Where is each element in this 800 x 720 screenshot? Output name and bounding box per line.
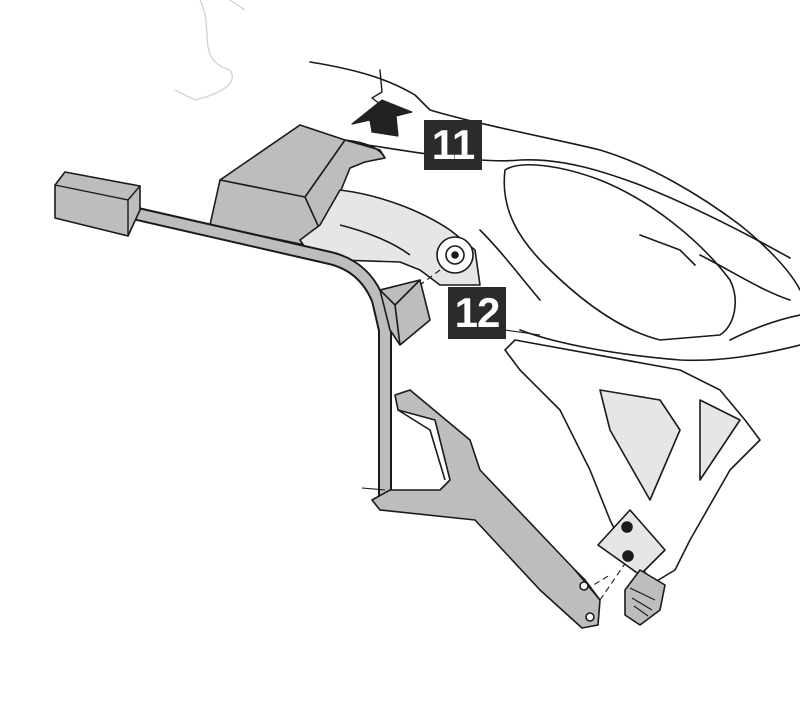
step-label-11: 11	[424, 120, 482, 170]
footpeg	[624, 569, 666, 626]
up-arrow-icon	[351, 99, 413, 137]
step-label-12: 12	[448, 287, 506, 339]
tube-leader-line	[361, 487, 386, 491]
side-carrier-frame	[54, 171, 392, 507]
motorcycle-rear-body	[309, 61, 800, 362]
background-sketch	[174, 0, 246, 101]
subframe-bracket	[299, 189, 481, 286]
footpeg-hanger	[504, 339, 761, 586]
lower-plate-bracket	[371, 389, 601, 629]
frame-clamp	[379, 279, 431, 346]
